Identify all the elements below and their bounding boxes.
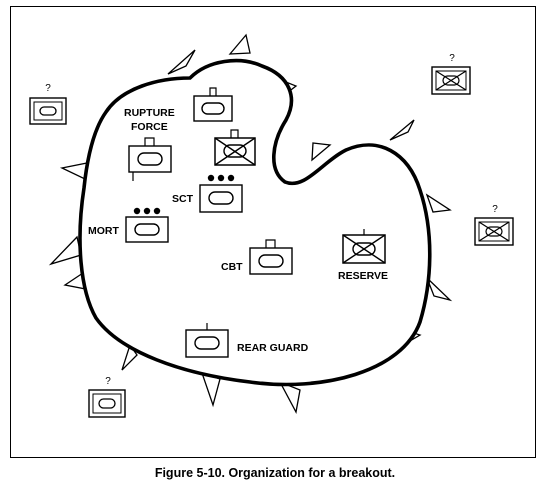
unknown-unit-bottom-left — [88, 389, 126, 418]
sct-unit — [199, 174, 243, 213]
echelon-dot — [133, 207, 141, 215]
rupture-force-label-line1: RUPTURE — [124, 107, 175, 119]
spike — [278, 380, 301, 414]
rupture-force-unit — [193, 87, 233, 122]
rear-guard-label: REAR GUARD — [237, 342, 309, 354]
rupture-force-label-line2: FORCE — [131, 121, 168, 133]
spike — [48, 235, 82, 266]
unknown-marker: ? — [45, 83, 51, 94]
unknown-marker: ? — [449, 53, 455, 64]
rupture-force-armor-unit — [214, 129, 256, 166]
echelon-dot — [143, 207, 151, 215]
mort-label: MORT — [88, 225, 119, 237]
rupture-force-support-unit — [128, 137, 172, 181]
echelon-dot — [207, 174, 215, 182]
perimeter-outline — [78, 58, 432, 387]
cbt-label: CBT — [221, 261, 243, 273]
sct-label: SCT — [172, 193, 194, 205]
reserve-label: RESERVE — [338, 270, 388, 282]
spike — [228, 33, 251, 55]
unknown-marker: ? — [492, 204, 498, 215]
unknown-unit-right — [474, 217, 514, 246]
mort-unit — [125, 207, 169, 243]
breakout-diagram: ? ? ? ? RUPTURE FORCE SCT MORT CBT RESER… — [29, 33, 514, 418]
figure-frame — [10, 6, 536, 458]
spike — [311, 142, 332, 162]
cbt-unit — [249, 239, 293, 275]
echelon-dot — [217, 174, 225, 182]
echelon-dot — [153, 207, 161, 215]
spike — [389, 119, 415, 141]
spike — [425, 193, 452, 213]
rear-guard-unit — [185, 323, 229, 358]
spike — [426, 277, 453, 302]
figure-caption: Figure 5-10. Organization for a breakout… — [154, 466, 396, 480]
reserve-unit — [342, 229, 386, 264]
unknown-unit-top-right — [431, 66, 471, 95]
unknown-unit-top-left — [29, 97, 67, 125]
spike — [167, 49, 196, 75]
echelon-dot — [227, 174, 235, 182]
unknown-marker: ? — [105, 376, 111, 387]
